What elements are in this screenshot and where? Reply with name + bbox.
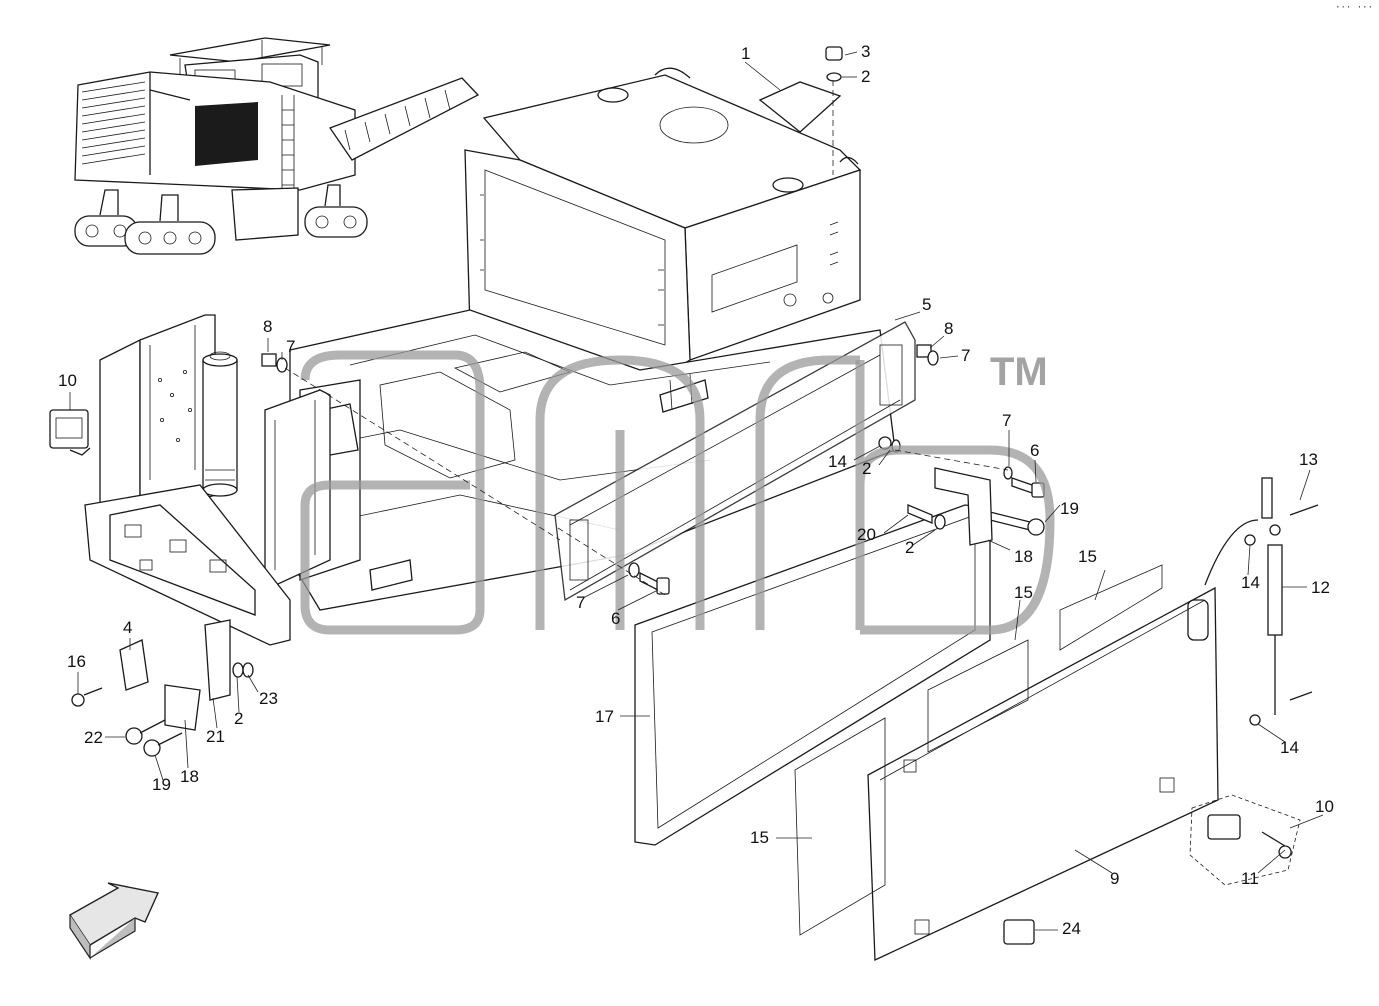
hinge-panel-part-5 [554, 321, 916, 602]
left-column-assembly [84, 314, 331, 646]
callout-5: 5 [922, 295, 931, 314]
insulation-pad-15b [927, 639, 1029, 753]
callout-8: 8 [263, 317, 272, 336]
callout-22: 22 [84, 728, 103, 747]
callout-2: 2 [234, 709, 243, 728]
watermark-tm: TM [990, 350, 1048, 394]
insulation-pad-15a [794, 717, 886, 936]
callout-7: 7 [961, 346, 970, 365]
callout-13: 13 [1299, 450, 1318, 469]
callout-6: 6 [1030, 441, 1039, 460]
leader-lines [69, 51, 1324, 931]
callout-6: 6 [611, 609, 620, 628]
callout-10: 10 [1315, 797, 1334, 816]
corner-mark: ··· ··· [1335, 3, 1373, 13]
callout-7: 7 [576, 593, 585, 612]
callout-24: 24 [1062, 919, 1081, 938]
direction-arrow-icon [68, 882, 159, 960]
callout-2: 2 [861, 67, 870, 86]
callout-1: 1 [741, 44, 750, 63]
cover-plate-part-1 [758, 81, 842, 133]
callout-18: 18 [180, 767, 199, 786]
callout-17: 17 [595, 707, 614, 726]
callout-3: 3 [861, 42, 870, 61]
callout-2: 2 [905, 538, 914, 557]
callout-19: 19 [1060, 499, 1079, 518]
callout-15: 15 [1014, 583, 1033, 602]
callout-4: 4 [123, 618, 132, 637]
callout-9: 9 [1110, 869, 1119, 888]
watermark-logo: TM [300, 350, 1055, 635]
callout-21: 21 [206, 727, 225, 746]
callout-7: 7 [286, 337, 295, 356]
callout-2: 2 [862, 459, 871, 478]
latch-part-10-left [49, 409, 91, 456]
main-frame-assembly [289, 67, 896, 611]
callout-18: 18 [1014, 547, 1033, 566]
machine-tracks [74, 184, 368, 255]
callout-14: 14 [1241, 573, 1260, 592]
callout-20: 20 [857, 525, 876, 544]
callout-8: 8 [944, 319, 953, 338]
callout-15: 15 [750, 828, 769, 847]
callout-11: 11 [1241, 869, 1259, 888]
door-panel-part-9 [867, 586, 1219, 962]
gas-strut-part-12 [1204, 477, 1319, 726]
callout-19: 19 [152, 775, 171, 794]
latch-part-24 [1003, 919, 1035, 945]
callout-12: 12 [1311, 578, 1330, 597]
latch-kit-outline-10 [1189, 794, 1301, 886]
callout-14: 14 [828, 452, 847, 471]
insulation-pad-15c [1059, 564, 1163, 651]
callout-16: 16 [67, 652, 86, 671]
callout-labels: 1 3 2 5 8 7 10 8 7 7 6 14 2 19 13 20 2 1… [58, 42, 1334, 938]
callout-15: 15 [1078, 547, 1097, 566]
door-panel-assembly [554, 321, 1319, 962]
callout-14: 14 [1280, 738, 1299, 757]
callout-7: 7 [1002, 411, 1011, 430]
callout-23: 23 [259, 689, 278, 708]
machine-overview-thumbnail [74, 37, 480, 255]
callout-10: 10 [58, 371, 77, 390]
frame-gasket-part-17 [634, 504, 991, 846]
fasteners [71, 46, 1045, 757]
